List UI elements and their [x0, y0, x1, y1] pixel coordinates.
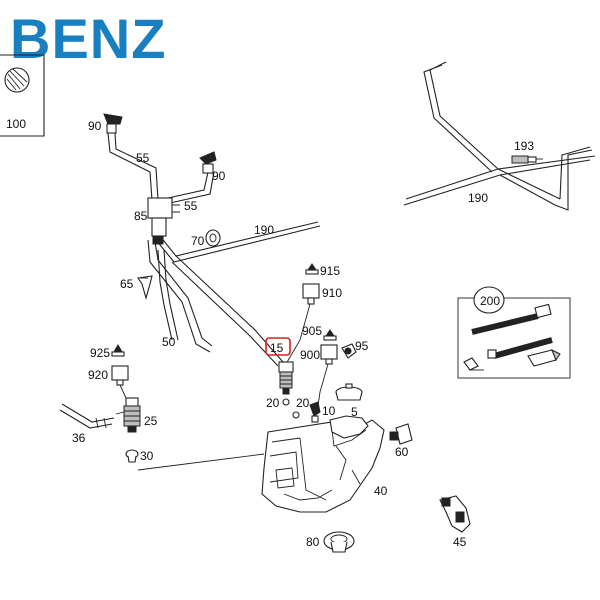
connector-900	[320, 344, 338, 365]
sensor-95	[341, 343, 357, 359]
callout-193: 193	[514, 139, 534, 153]
hose-55-left	[107, 132, 153, 201]
grommet-20-left	[282, 398, 290, 406]
kit-200-badge	[473, 286, 505, 314]
brand-logo: BENZ	[10, 7, 166, 70]
callout-905: 905	[302, 324, 322, 338]
callout-20-right: 20	[296, 396, 310, 410]
hose-50-branch	[157, 249, 179, 341]
callout-30: 30	[140, 449, 154, 463]
hose-50-inner	[154, 241, 213, 347]
callout-915: 915	[320, 264, 340, 278]
hose-to-pump	[171, 255, 284, 367]
rod-190-hook	[554, 146, 593, 211]
washer-nozzle-90-left	[103, 113, 123, 134]
hose-55-left-edge	[114, 132, 159, 201]
grommet-30	[125, 449, 139, 463]
kit-200-group: 200	[457, 286, 571, 379]
callout-36: 36	[72, 431, 86, 445]
washer-nozzle-90-right	[199, 151, 217, 174]
wire-910	[285, 303, 311, 365]
grommet-70	[205, 229, 221, 247]
kit-200-clip	[463, 357, 484, 371]
hose-55-right	[167, 171, 209, 199]
highlight-box-15	[265, 337, 291, 356]
callout-25: 25	[144, 414, 158, 428]
level-sensor-10	[309, 401, 321, 423]
kit-200-sensor	[527, 348, 561, 367]
washer-pump-15	[278, 361, 294, 395]
kit-200-frame	[457, 297, 571, 379]
plug-925	[111, 343, 125, 357]
callout-40: 40	[374, 484, 388, 498]
callout-15: 15	[270, 341, 284, 355]
callout-45: 45	[453, 535, 467, 549]
grommet-80	[323, 531, 355, 553]
plug-915	[305, 263, 319, 275]
callout-190-hose: 190	[254, 223, 274, 237]
hose-lines	[107, 132, 321, 367]
washer-rod-assembly: 193 190	[403, 61, 596, 211]
callout-100: 100	[6, 117, 26, 131]
callout-910: 910	[322, 286, 342, 300]
wire-920	[119, 384, 127, 399]
callout-85: 85	[134, 209, 148, 223]
kit-200-hose-lower	[487, 337, 553, 359]
washer-fluid-reservoir-40	[261, 415, 385, 513]
connector-193	[511, 155, 543, 164]
callout-200: 200	[480, 294, 500, 308]
callout-70: 70	[191, 234, 205, 248]
callout-20-left: 20	[266, 396, 280, 410]
part-100-frame	[0, 54, 45, 137]
callout-90-right: 90	[212, 169, 226, 183]
callout-5: 5	[351, 405, 358, 419]
callout-65: 65	[120, 277, 134, 291]
rod-190-lower-edge	[405, 155, 596, 200]
rod-190-branch	[497, 168, 561, 206]
part-100-group: 100	[0, 54, 45, 137]
distribution-valve-85	[147, 197, 180, 245]
wire-900	[317, 363, 329, 407]
kit-200-hose-upper	[471, 303, 552, 335]
leader-30-to-tank	[137, 453, 265, 471]
grommet-20-right	[292, 411, 300, 419]
hose-190	[155, 221, 321, 263]
rod-190-arm	[423, 61, 499, 173]
part-100-seal	[4, 67, 30, 93]
plug-905	[323, 329, 337, 341]
callout-900: 900	[300, 348, 320, 362]
connector-920	[111, 365, 129, 386]
callout-920: 920	[88, 368, 108, 382]
callout-55-left: 55	[136, 151, 150, 165]
bracket-45	[439, 495, 471, 533]
clip-65	[137, 275, 153, 301]
callout-55-right: 55	[184, 199, 198, 213]
callout-60: 60	[395, 445, 409, 459]
washer-pump-25	[115, 397, 141, 433]
connector-910	[302, 283, 320, 305]
bracket-60	[389, 423, 413, 445]
callout-50: 50	[162, 335, 176, 349]
rod-190-lower	[403, 159, 591, 206]
hose-50-outer	[147, 239, 211, 353]
filler-cap-5	[335, 383, 363, 401]
callout-190-right: 190	[468, 191, 488, 205]
callout-90-left: 90	[88, 119, 102, 133]
callout-95: 95	[355, 339, 369, 353]
callout-10: 10	[322, 404, 336, 418]
callout-80: 80	[306, 535, 320, 549]
hose-36	[59, 403, 115, 429]
callout-925: 925	[90, 346, 110, 360]
hose-55-right-edge	[169, 171, 215, 204]
